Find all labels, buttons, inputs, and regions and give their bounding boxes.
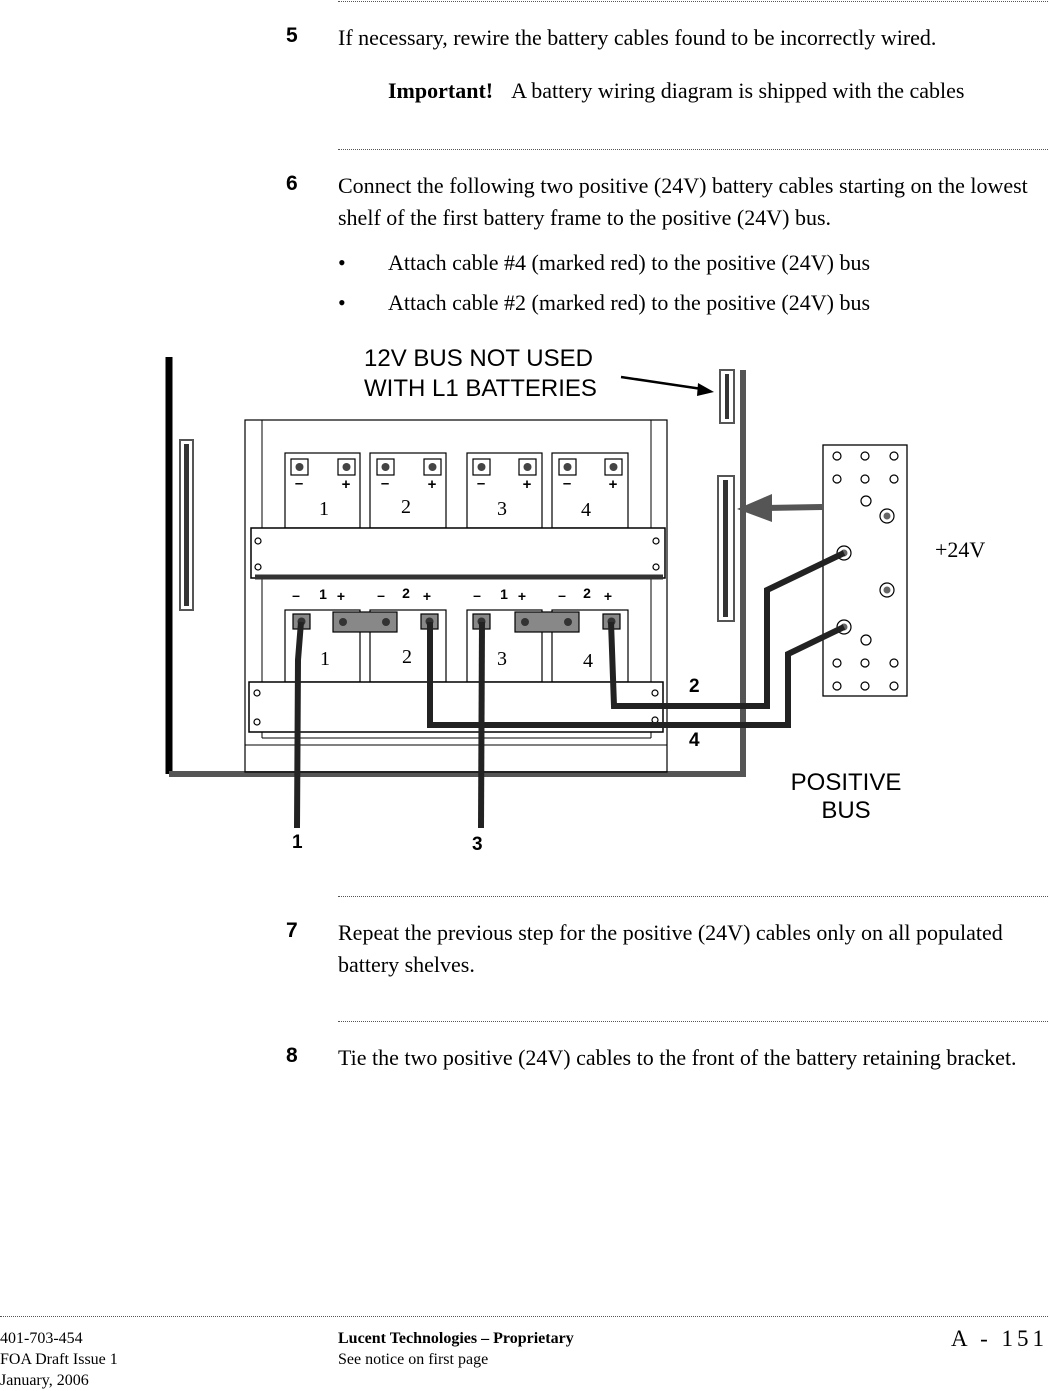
voltage-label: +24V xyxy=(935,537,985,562)
cable-label: 4 xyxy=(689,730,700,751)
terminal-label: 1 xyxy=(500,586,508,602)
separator xyxy=(338,896,1048,897)
battery-number: 3 xyxy=(497,498,507,520)
important-label: Important! xyxy=(388,78,494,103)
battery-number: 2 xyxy=(402,646,412,668)
important-note: Important! A battery wiring diagram is sh… xyxy=(388,78,964,104)
battery-number: 1 xyxy=(319,498,329,520)
terminal-label: 1 xyxy=(319,586,327,602)
step-number: 6 xyxy=(286,172,298,195)
bottom-battery-row: – 1 + – 2 + – 1 + – 2 + xyxy=(284,585,629,683)
battery-number: 3 xyxy=(497,648,507,670)
step-text: Repeat the previous step for the positiv… xyxy=(338,920,1003,977)
minus-sign: – xyxy=(477,475,485,492)
cable-2 xyxy=(608,550,846,709)
cable-4 xyxy=(427,622,846,728)
battery-cables xyxy=(294,550,846,829)
positive-bus-bar xyxy=(822,444,908,697)
bus-label: POSITIVE xyxy=(791,769,902,796)
page-number: A - 151 xyxy=(951,1326,1048,1351)
notice-text: See notice on first page xyxy=(338,1351,489,1368)
plus-sign: + xyxy=(428,476,437,493)
minus-sign: – xyxy=(377,587,385,603)
cable-1 xyxy=(294,621,304,829)
lower-retaining-bracket xyxy=(248,681,664,739)
terminal-label: 2 xyxy=(402,585,410,601)
minus-sign: – xyxy=(292,587,300,603)
separator xyxy=(338,149,1048,150)
doc-date: January, 2006 xyxy=(0,1372,89,1389)
minus-sign: – xyxy=(558,587,566,603)
minus-sign: – xyxy=(381,475,389,492)
bullet-text: Attach cable #2 (marked red) to the posi… xyxy=(388,290,871,315)
doc-number: 401-703-454 xyxy=(0,1330,83,1347)
step-number: 7 xyxy=(286,919,298,942)
separator xyxy=(338,1021,1048,1022)
cable-label: 3 xyxy=(472,834,483,855)
plus-sign: + xyxy=(423,588,431,604)
battery-number: 4 xyxy=(583,650,593,672)
cable-label: 2 xyxy=(689,676,700,697)
plus-sign: + xyxy=(523,476,532,493)
upper-retaining-bracket xyxy=(250,527,666,580)
footer-proprietary: Lucent Technologies – Proprietary See no… xyxy=(338,1328,574,1370)
bullet-symbol: • xyxy=(338,250,346,275)
step-text: Tie the two positive (24V) cables to the… xyxy=(338,1045,1017,1070)
plus-sign: + xyxy=(609,476,618,493)
cable-label: 1 xyxy=(292,832,303,853)
step-number: 5 xyxy=(286,24,298,47)
step-text: Connect the following two positive (24V)… xyxy=(338,173,1028,230)
plus-sign: + xyxy=(604,588,612,604)
important-text: A battery wiring diagram is shipped with… xyxy=(511,78,965,103)
plus-sign: + xyxy=(342,476,351,493)
callout-text: 12V BUS NOT USED xyxy=(364,345,593,372)
battery-number: 4 xyxy=(581,499,591,521)
doc-issue: FOA Draft Issue 1 xyxy=(0,1351,118,1368)
minus-sign: – xyxy=(473,587,481,603)
callout-text: WITH L1 BATTERIES xyxy=(364,375,597,402)
terminal-label: 2 xyxy=(583,585,591,601)
12v-bus-bar xyxy=(717,369,735,622)
footer-separator xyxy=(0,1316,1048,1317)
plus-sign: + xyxy=(337,588,345,604)
minus-sign: – xyxy=(563,475,571,492)
step-text: If necessary, rewire the battery cables … xyxy=(338,25,937,50)
top-battery-row: – + – + – + – + 1 2 3 4 xyxy=(284,452,629,529)
plus-sign: + xyxy=(518,588,526,604)
step-number: 8 xyxy=(286,1044,298,1067)
footer-doc-info: 401-703-454 FOA Draft Issue 1 January, 2… xyxy=(0,1328,118,1391)
bullet-symbol: • xyxy=(338,290,346,315)
battery-wiring-diagram: – + – + – + – + 1 2 3 4 – 1 xyxy=(165,345,985,855)
callout-arrow xyxy=(620,375,823,522)
battery-number: 2 xyxy=(401,496,411,518)
minus-sign: – xyxy=(295,475,303,492)
battery-number: 1 xyxy=(320,648,330,670)
bullet-text: Attach cable #4 (marked red) to the posi… xyxy=(388,250,871,275)
bus-label: BUS xyxy=(821,797,870,824)
company-notice: Lucent Technologies – Proprietary xyxy=(338,1330,574,1347)
separator xyxy=(338,1,1048,2)
battery-frame xyxy=(165,357,746,777)
